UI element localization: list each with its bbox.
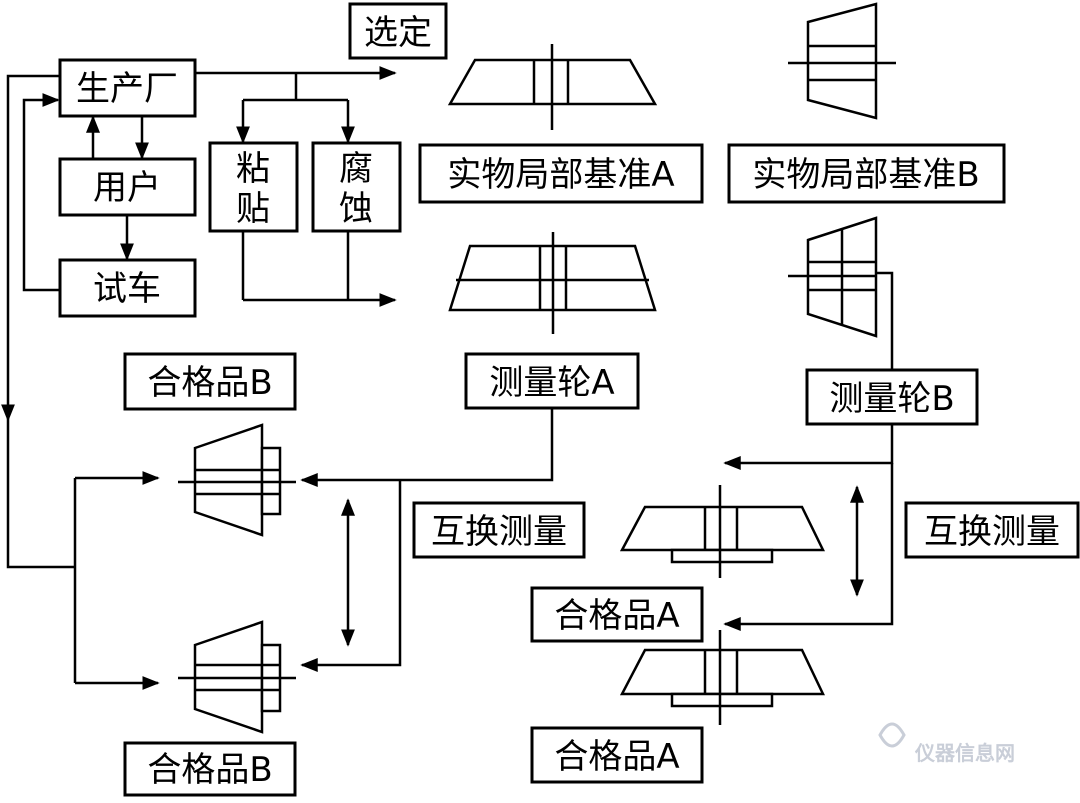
watermark-text: 仪器信息网 [914,741,1015,765]
user-label: 用户 [93,168,161,208]
gauge-wheel-b-label: 测量轮B [829,379,954,419]
qualified-a-bottom-label: 合格品A [554,737,679,777]
interchange-left-label: 互换测量 [431,512,567,552]
ring-a-bottom-part [619,630,825,725]
local-ref-b-box: 实物局部基准B [727,143,1006,204]
qualified-a-top-label: 合格品A [554,596,679,636]
user-box: 用户 [58,157,197,217]
gauge-b-top-line [876,271,894,370]
cone-b-top-part [178,423,296,537]
local-ref-a-box: 实物局部基准A [418,143,704,204]
watermark-logo-icon [878,722,906,748]
trial-vehicle-box: 试车 [58,258,197,318]
gauge-wheel-b-box: 测量轮B [805,368,979,426]
gauge-a-to-cone-top [300,408,554,487]
manufacturer-down-line [1,74,60,422]
connectors [1,66,894,690]
gauge-a-to-cone-bottom [300,480,402,672]
interchange-right-label: 互换测量 [924,512,1060,552]
corrode-label-line2: 蚀 [339,189,373,229]
left-rail [6,420,75,569]
glue-label-line1: 粘 [236,149,270,189]
local-ref-b-part [788,2,896,120]
select-label: 选定 [364,13,432,53]
glue-box: 粘 贴 [208,141,299,233]
corrode-label-line1: 腐 [339,149,373,189]
gauge-wheel-b-part [788,216,878,338]
qualified-a-top-box: 合格品A [530,586,704,643]
gauge-wheel-a-part [448,232,657,334]
local-ref-a-part [447,44,658,130]
qualified-b-bottom-label: 合格品B [147,750,272,790]
feedback-trial-to-manufacturer [22,93,60,292]
trial-vehicle-label: 试车 [93,269,161,309]
cone-b-bottom-part [178,620,296,734]
watermark: 仪器信息网 [878,722,1015,765]
qualified-b-top-label: 合格品B [147,363,272,403]
gauge-b-to-ring-bottom [723,463,894,631]
local-ref-a-label: 实物局部基准A [447,155,674,195]
interchange-left-box: 互换测量 [412,501,586,559]
gauge-b-to-ring-top [723,424,894,470]
gauge-wheel-a-label: 测量轮A [489,363,614,403]
gauge-wheel-a-box: 测量轮A [464,352,640,410]
select-box: 选定 [348,2,448,60]
manufacturer-box: 生产厂 [58,58,197,118]
ring-a-top-part [619,485,826,578]
local-ref-b-label: 实物局部基准B [752,155,979,195]
manufacturer-label: 生产厂 [76,69,178,109]
qualified-b-top-box: 合格品B [123,352,297,411]
qualified-a-bottom-box: 合格品A [530,726,704,784]
interchange-right-box: 互换测量 [904,501,1080,559]
corrode-box: 腐 蚀 [311,141,402,233]
qualified-b-bottom-box: 合格品B [123,741,297,797]
glue-label-line2: 贴 [236,189,270,229]
